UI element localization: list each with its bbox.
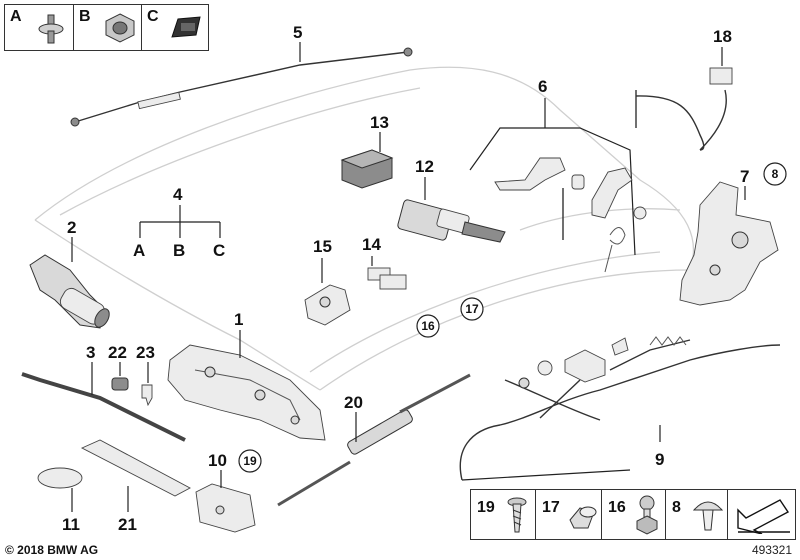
- callout-15: 15: [313, 237, 332, 256]
- part-14: [367, 256, 407, 290]
- bracket-part-6: [469, 98, 647, 273]
- callout-4a: A: [133, 241, 145, 260]
- pad-part-13: [340, 132, 394, 189]
- circled-16: 16: [421, 319, 435, 333]
- plug-icon: [569, 506, 597, 529]
- callout-7: 7: [740, 167, 749, 186]
- callout-4b: B: [173, 241, 185, 260]
- screw-icon: [507, 497, 527, 533]
- cable-part-9: [459, 336, 781, 481]
- strut-part-20: [277, 373, 471, 507]
- circled-callouts: 8 16 17 19: [238, 162, 787, 473]
- ball-stud-icon: [636, 495, 658, 535]
- hood-outline: [34, 66, 695, 391]
- legend-cell-c: C: [141, 5, 209, 50]
- callout-12: 12: [415, 157, 434, 176]
- small-part-number: 17: [542, 499, 560, 516]
- callout-3: 3: [86, 343, 95, 362]
- callout-11: 11: [62, 515, 80, 534]
- callout-23: 23: [136, 343, 155, 362]
- lock-mechanism-part-1: [167, 330, 326, 441]
- callout-14: 14: [362, 235, 381, 254]
- callout-2: 2: [67, 218, 76, 237]
- legend-letter: C: [147, 8, 159, 25]
- callout-4: 4: [173, 185, 183, 204]
- small-part-number: 16: [608, 499, 626, 516]
- callout-9: 9: [655, 450, 664, 469]
- callout-21: 21: [118, 515, 137, 534]
- document-id: 493321: [751, 543, 792, 557]
- callout-labels: 5 6 18 13 12 7 4 2 A B C 15 14 1 3 22 23…: [62, 23, 749, 534]
- part-21: [80, 439, 191, 512]
- legend-cell-b: B: [73, 5, 141, 50]
- callout-5: 5: [293, 23, 302, 42]
- legend-cell-a: A: [5, 5, 72, 50]
- small-part-arrow: [727, 490, 796, 539]
- callout-4c: C: [213, 241, 225, 260]
- callout-6: 6: [538, 77, 547, 96]
- part-10: [195, 470, 256, 533]
- circled-8: 8: [772, 167, 779, 181]
- variant-tree-part-4: [139, 205, 221, 238]
- variant-legend: A B C: [4, 4, 209, 51]
- circled-17: 17: [465, 302, 479, 316]
- rod-part-3: [21, 362, 186, 442]
- cable-part-5: [70, 42, 413, 127]
- small-part-number: 8: [672, 499, 681, 516]
- part-11: [37, 467, 83, 512]
- legend-letter: B: [79, 8, 91, 25]
- small-part-16: 16: [601, 490, 666, 539]
- arrow-icon: [737, 499, 790, 534]
- callout-13: 13: [370, 113, 389, 132]
- stud-bolt-icon: [38, 14, 64, 44]
- callout-10: 10: [208, 451, 227, 470]
- small-parts-legend: 19 17 16 8: [470, 489, 796, 540]
- part-15: [304, 258, 351, 326]
- callout-18: 18: [713, 27, 732, 46]
- part-9-components: [518, 337, 629, 389]
- sensor-part-18: [635, 47, 733, 151]
- copyright-text: © 2018 BMW AG: [5, 543, 99, 557]
- lock-part-12: [397, 177, 506, 243]
- legend-letter: A: [10, 8, 22, 25]
- rubber-clip-icon: [171, 16, 201, 38]
- small-part-19: 19: [471, 490, 535, 539]
- small-part-8: 8: [665, 490, 728, 539]
- hinge-part-7: [679, 181, 779, 306]
- expanding-rivet-icon: [692, 501, 724, 531]
- small-part-17: 17: [535, 490, 602, 539]
- part-22-23: [111, 362, 153, 407]
- motor-part-2: [29, 237, 110, 329]
- circled-19: 19: [243, 454, 257, 468]
- small-part-number: 19: [477, 499, 495, 516]
- callout-22: 22: [108, 343, 127, 362]
- callout-20: 20: [344, 393, 363, 412]
- callout-1: 1: [234, 310, 243, 329]
- hex-nut-icon: [105, 13, 135, 43]
